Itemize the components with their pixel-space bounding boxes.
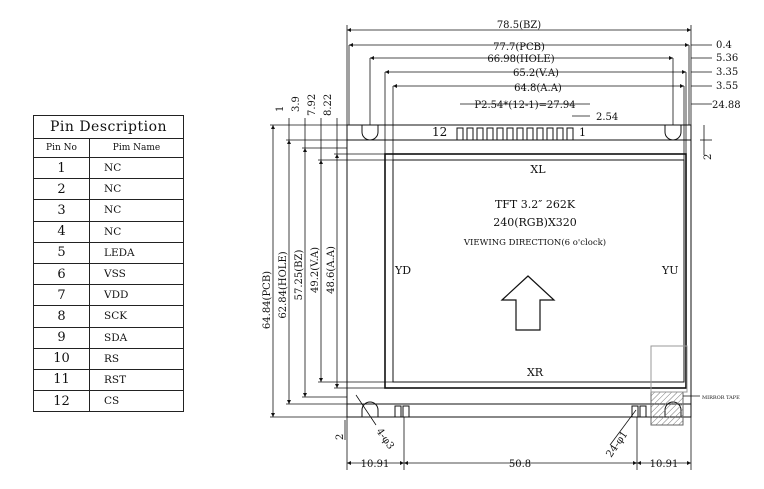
dim-pcb-height: 64.84(PCB) xyxy=(262,271,273,329)
pin-number: 12 xyxy=(33,390,90,413)
dim-bottom-right: 10.91 xyxy=(650,459,679,470)
dim-5-36: 5.36 xyxy=(716,53,738,64)
pin-name: RST xyxy=(89,368,184,392)
hole-callout-right: 24-φ1 xyxy=(604,429,630,459)
pin-1-label: 1 xyxy=(579,126,586,139)
mounting-hole-bottom-left xyxy=(361,401,379,417)
pin-table-title: Pin Description xyxy=(33,115,184,139)
connector-pins xyxy=(456,127,574,141)
dim-pin-pitch-total: P2.54*(12-1)=27.94 xyxy=(474,100,575,111)
dim-24-88: 24.88 xyxy=(712,100,741,111)
dim-7-92: 7.92 xyxy=(307,94,318,116)
label-yu: YU xyxy=(661,264,679,277)
dim-0-4: 0.4 xyxy=(716,40,732,51)
label-xr: XR xyxy=(527,366,544,379)
dim-aa-width: 64.8(A.A) xyxy=(514,83,562,94)
mounting-hole-top-left xyxy=(361,125,379,141)
dim-pin-pitch: 2.54 xyxy=(596,112,618,123)
dim-aa-height: 48.6(A.A) xyxy=(326,246,337,294)
pin-name: CS xyxy=(89,390,184,413)
mirror-tape-region xyxy=(650,391,684,426)
dim-bottom-left: 10.91 xyxy=(361,459,390,470)
viewing-area xyxy=(392,159,685,383)
mirror-tape-label: MIRROR TAPE xyxy=(702,395,740,401)
top-dimension-lines xyxy=(346,25,712,160)
dim-hole-height: 62.84(HOLE) xyxy=(278,251,289,318)
dim-pcb-width: 77.7(PCB) xyxy=(493,42,545,53)
label-yd: YD xyxy=(394,264,411,277)
hole-callout-left: 4-φ3 xyxy=(374,426,396,451)
dim-va-width: 65.2(V.A) xyxy=(513,68,559,79)
dim-bz-height: 57.25(BZ) xyxy=(294,250,305,301)
bottom-dimension-lines xyxy=(346,125,712,470)
pin-name: LEDA xyxy=(89,241,184,264)
spec-viewing-direction: VIEWING DIRECTION(6 o'clock) xyxy=(463,237,606,248)
pin-12-label: 12 xyxy=(432,125,447,139)
spec-resolution: 240(RGB)X320 xyxy=(493,216,577,229)
pin-table-title-row: Pin Description xyxy=(33,115,184,139)
dim-1: 1 xyxy=(275,106,286,112)
pin-name: VSS xyxy=(89,262,184,286)
pin-name: SDA xyxy=(89,326,184,349)
dim-8-22: 8.22 xyxy=(323,94,334,116)
dim-va-height: 49.2(V.A) xyxy=(310,247,321,293)
dim-bottom-2: 2 xyxy=(335,434,346,440)
active-area xyxy=(384,153,687,389)
spec-tft: TFT 3.2″ 262K xyxy=(495,198,576,211)
viewing-direction-arrow xyxy=(500,275,556,331)
dim-3-9: 3.9 xyxy=(291,96,302,112)
left-dimension-lines xyxy=(270,118,393,440)
dim-bz-width: 78.5(BZ) xyxy=(497,20,541,31)
label-xl: XL xyxy=(530,163,546,176)
dim-hole-width: 66.98(HOLE) xyxy=(487,54,554,65)
pin-number: 10 xyxy=(33,347,90,370)
pcb-outline xyxy=(346,124,692,418)
mounting-hole-top-right xyxy=(664,125,682,141)
dim-3-55: 3.55 xyxy=(716,81,738,92)
dim-right-2: 2 xyxy=(703,154,714,160)
dim-bottom-mid: 50.8 xyxy=(509,459,531,470)
corner-inset xyxy=(650,345,688,393)
dim-3-35: 3.35 xyxy=(716,67,738,78)
